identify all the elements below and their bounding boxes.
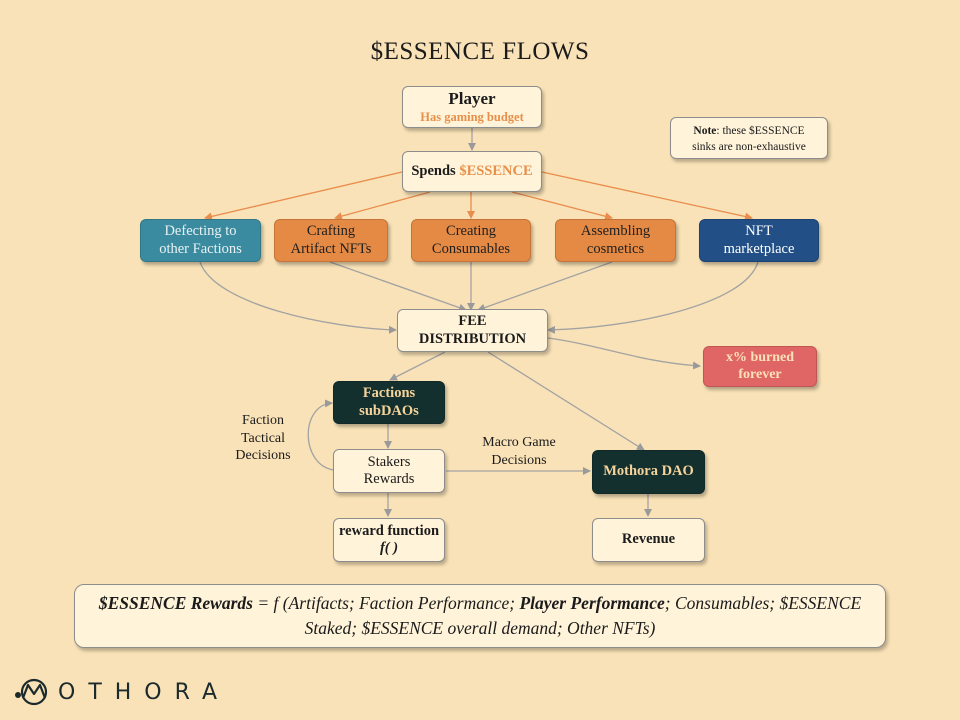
arrow-marketplace-to-fee <box>547 261 759 334</box>
sink-cosmetics: Assembling cosmetics <box>555 219 676 262</box>
arrow-stakers-loop-to-factions <box>307 399 335 471</box>
sink-defecting-label: Defecting to other Factions <box>159 223 242 257</box>
mothora-logo: OTHORA <box>14 676 230 708</box>
arrow-spends-to-crafting <box>334 191 431 221</box>
factions-subdaos-node: Factions subDAOs <box>333 381 445 424</box>
reward-function-symbol: f( ) <box>379 540 399 557</box>
arrow-spends-to-cosmetics <box>511 191 613 221</box>
note-label: Note <box>693 125 717 137</box>
page-title: $ESSENCE FLOWS <box>370 38 590 65</box>
burned-node: x% burned forever <box>703 346 817 387</box>
sink-marketplace-label: NFT marketplace <box>723 223 795 257</box>
stakers-rewards-label: Stakers Rewards <box>363 453 415 487</box>
player-title: Player <box>448 89 496 109</box>
sink-defecting: Defecting to other Factions <box>140 219 261 262</box>
arrow-fee-to-burned <box>547 337 701 370</box>
rewards-formula-box: $ESSENCE Rewards = f (Artifacts; Faction… <box>74 584 886 648</box>
sink-marketplace: NFT marketplace <box>699 219 819 262</box>
factions-subdaos-label: Factions subDAOs <box>359 385 419 419</box>
spends-token: $ESSENCE <box>459 162 533 179</box>
reward-function-node: reward function f( ) <box>333 518 445 562</box>
arrow-spends-to-marketplace <box>541 171 753 221</box>
faction-tactical-decisions-label: Faction Tactical Decisions <box>235 413 291 463</box>
sink-crafting: Crafting Artifact NFTs <box>274 219 388 262</box>
logo-wordmark: OTHORA <box>58 679 231 705</box>
reward-function-label: reward function <box>338 523 440 539</box>
fee-distribution-label: FEE DISTRIBUTION <box>418 313 527 347</box>
revenue-node: Revenue <box>592 518 705 562</box>
stakers-rewards-node: Stakers Rewards <box>333 449 445 493</box>
arrow-cosmetics-to-fee <box>477 261 613 312</box>
spends-node: Spends $ESSENCE <box>402 151 542 192</box>
arrow-fee-to-factions <box>389 351 446 381</box>
arrow-fee-to-mothora <box>487 351 645 451</box>
formula-part2: ; Consumables; $ESSENCE Staked; $ESSENCE… <box>304 593 862 638</box>
mothora-dao-node: Mothora DAO <box>592 450 705 494</box>
macro-game-decisions-label: Macro Game Decisions <box>482 435 556 468</box>
formula-bold-term: Player Performance <box>519 593 665 613</box>
player-subtitle: Has gaming budget <box>420 109 524 124</box>
arrow-spends-to-defecting <box>204 171 403 221</box>
spends-prefix: Spends <box>411 162 460 179</box>
sink-cosmetics-label: Assembling cosmetics <box>580 223 651 257</box>
arrow-defecting-to-fee <box>199 261 397 334</box>
formula-part1: = f (Artifacts; Faction Performance; <box>252 593 520 613</box>
note-box: Note: these $ESSENCE sinks are non-exhau… <box>670 117 828 159</box>
revenue-label: Revenue <box>621 531 676 548</box>
mothora-dao-label: Mothora DAO <box>603 463 694 480</box>
formula-lhs: $ESSENCE Rewards <box>98 593 253 613</box>
sink-crafting-label: Crafting Artifact NFTs <box>290 223 372 257</box>
mothora-m-logo-icon <box>15 678 48 706</box>
player-node: Player Has gaming budget <box>402 86 542 128</box>
note-text: : these $ESSENCE sinks are non-exhaustiv… <box>692 125 806 153</box>
burned-label: x% burned forever <box>725 349 795 382</box>
sink-consumables-label: Creating Consumables <box>431 223 511 257</box>
fee-distribution-node: FEE DISTRIBUTION <box>397 309 548 352</box>
arrow-crafting-to-fee <box>329 261 467 312</box>
sink-consumables: Creating Consumables <box>411 219 531 262</box>
